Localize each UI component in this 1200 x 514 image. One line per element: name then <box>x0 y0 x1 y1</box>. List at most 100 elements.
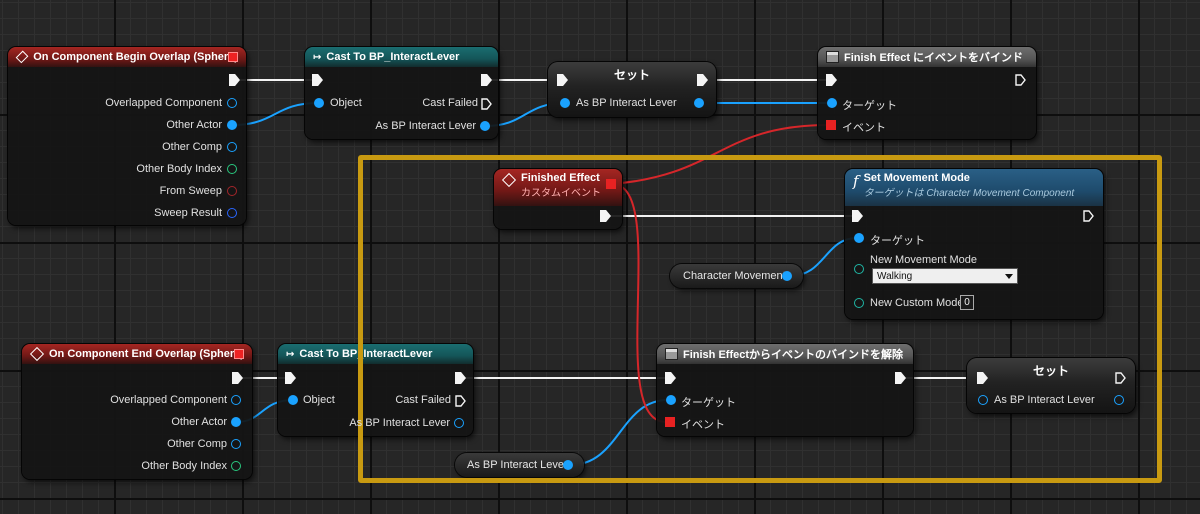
pin-label: Object <box>330 97 362 109</box>
cast2-exec-in[interactable] <box>285 372 296 384</box>
set2-exec-out[interactable] <box>1115 372 1126 384</box>
pin-label: Object <box>303 394 335 406</box>
cast1-exec-out[interactable] <box>481 74 492 86</box>
set2-input-pin[interactable] <box>978 395 988 405</box>
sweep-result-pin[interactable] <box>227 208 237 218</box>
pin-label: Sweep Result <box>154 207 222 219</box>
pin-label: Other Actor <box>166 119 222 131</box>
set2-output-pin[interactable] <box>1114 395 1124 405</box>
set-node-1[interactable]: セット <box>548 62 716 117</box>
character-movement-variable[interactable]: Character Movement <box>670 264 803 288</box>
chevron-down-icon <box>1005 274 1013 279</box>
finished-effect-delegate-pin[interactable] <box>606 179 616 189</box>
cast-arrow-icon: ↦ <box>286 348 295 360</box>
overlapped-component-pin[interactable] <box>227 98 237 108</box>
other-body-index-pin[interactable] <box>227 164 237 174</box>
end-overlap-node[interactable]: On Component End Overlap (Sphere) <box>22 344 252 479</box>
function-f-icon: f <box>853 172 859 190</box>
new-custom-mode-pin[interactable] <box>854 298 864 308</box>
end-overlap-header: On Component End Overlap (Sphere) <box>22 344 252 364</box>
end-other-body-index-pin[interactable] <box>231 461 241 471</box>
begin-overlap-title: On Component Begin Overlap (Sphere) <box>33 51 238 63</box>
delegate-pin-icon[interactable] <box>228 52 238 62</box>
pin-label: As BP Interact Lever <box>576 97 677 109</box>
pin-label: New Custom Mode <box>870 297 964 309</box>
pin-label: ターゲット <box>681 397 736 409</box>
pin-label: From Sweep <box>159 185 222 197</box>
cast1-as-bp-pin[interactable] <box>480 121 490 131</box>
set2-exec-in[interactable] <box>977 372 988 384</box>
set-movement-exec-in[interactable] <box>852 210 863 222</box>
begin-overlap-header: On Component Begin Overlap (Sphere) <box>8 47 246 67</box>
cast-node-1[interactable]: ↦ Cast To BP_InteractLever <box>305 47 498 139</box>
set-node-2[interactable]: セット <box>967 358 1135 413</box>
bind-event-node[interactable]: Finish Effect にイベントをバインド <box>818 47 1036 139</box>
pin-label: As BP Interact Lever <box>349 417 450 429</box>
bind-header: Finish Effect にイベントをバインド <box>818 47 1036 67</box>
other-comp-pin[interactable] <box>227 142 237 152</box>
set1-exec-out[interactable] <box>697 74 708 86</box>
cast1-failed-exec-out[interactable] <box>481 98 492 110</box>
other-actor-pin[interactable] <box>227 120 237 130</box>
custom-mode-input[interactable]: 0 <box>960 295 974 310</box>
unbind-event-pin[interactable] <box>665 417 675 427</box>
cast-header: ↦ Cast To BP_InteractLever <box>278 344 473 364</box>
finished-effect-exec-out[interactable] <box>600 210 611 222</box>
pin-label: Other Body Index <box>136 163 222 175</box>
movement-mode-dropdown[interactable]: Walking <box>872 268 1018 284</box>
set-movement-mode-node[interactable]: f Set Movement Mode ターゲットは Character Mov… <box>845 169 1103 319</box>
pin-label: Overlapped Component <box>110 394 227 406</box>
unbind-target-pin[interactable] <box>666 395 676 405</box>
as-bp-variable-label: As BP Interact Lever <box>467 459 568 471</box>
cast1-exec-in[interactable] <box>312 74 323 86</box>
pin-label: As BP Interact Lever <box>375 120 476 132</box>
set-movement-subtitle: ターゲットは Character Movement Component <box>863 188 1075 199</box>
begin-overlap-exec-out[interactable] <box>229 74 240 86</box>
bind-event-pin[interactable] <box>826 120 836 130</box>
pin-label: New Movement Mode <box>870 254 977 266</box>
begin-overlap-node[interactable]: On Component Begin Overlap (Sphere) <box>8 47 246 225</box>
as-bp-variable-out-pin[interactable] <box>563 460 573 470</box>
character-movement-out-pin[interactable] <box>782 271 792 281</box>
cast-header: ↦ Cast To BP_InteractLever <box>305 47 498 67</box>
highlight-box <box>358 155 1162 483</box>
pin-label: ターゲット <box>870 235 925 247</box>
end-other-actor-pin[interactable] <box>231 417 241 427</box>
finished-effect-header: Finished Effect カスタムイベント <box>494 169 622 206</box>
end-overlapped-component-pin[interactable] <box>231 395 241 405</box>
end-other-comp-pin[interactable] <box>231 439 241 449</box>
cast1-object-pin[interactable] <box>314 98 324 108</box>
cast-node-2[interactable]: ↦ Cast To BP_InteractLever <box>278 344 473 436</box>
bind-target-pin[interactable] <box>827 98 837 108</box>
cast2-failed-exec-out[interactable] <box>455 395 466 407</box>
unbind-exec-out[interactable] <box>895 372 906 384</box>
set1-input-pin[interactable] <box>560 98 570 108</box>
set-movement-target-pin[interactable] <box>854 233 864 243</box>
new-movement-mode-pin[interactable] <box>854 264 864 274</box>
finished-effect-title: Finished Effect <box>521 172 600 184</box>
function-box-icon <box>826 51 839 63</box>
bind-exec-in[interactable] <box>826 74 837 86</box>
finished-effect-subtitle: カスタムイベント <box>521 188 601 199</box>
delegate-pin-icon[interactable] <box>234 349 244 359</box>
pin-label: Cast Failed <box>422 97 478 109</box>
from-sweep-pin[interactable] <box>227 186 237 196</box>
as-bp-interact-lever-variable[interactable]: As BP Interact Lever <box>455 453 584 477</box>
finished-effect-node[interactable]: Finished Effect カスタムイベント <box>494 169 622 229</box>
end-overlap-title: On Component End Overlap (Sphere) <box>49 348 244 360</box>
event-diamond-icon <box>29 346 45 362</box>
pin-label: ターゲット <box>842 100 897 112</box>
cast2-object-pin[interactable] <box>288 395 298 405</box>
set1-exec-in[interactable] <box>557 74 568 86</box>
unbind-exec-in[interactable] <box>665 372 676 384</box>
bind-exec-out[interactable] <box>1015 74 1026 86</box>
end-overlap-exec-out[interactable] <box>232 372 243 384</box>
set1-output-pin[interactable] <box>694 98 704 108</box>
set-movement-exec-out[interactable] <box>1083 210 1094 222</box>
set-title: セット <box>1032 364 1069 378</box>
cast2-exec-out[interactable] <box>455 372 466 384</box>
cast2-as-bp-pin[interactable] <box>454 418 464 428</box>
cast-title: Cast To BP_InteractLever <box>326 51 460 63</box>
pin-label: Other Comp <box>167 438 227 450</box>
unbind-title: Finish Effectからイベントのバインドを解除 <box>683 349 904 361</box>
